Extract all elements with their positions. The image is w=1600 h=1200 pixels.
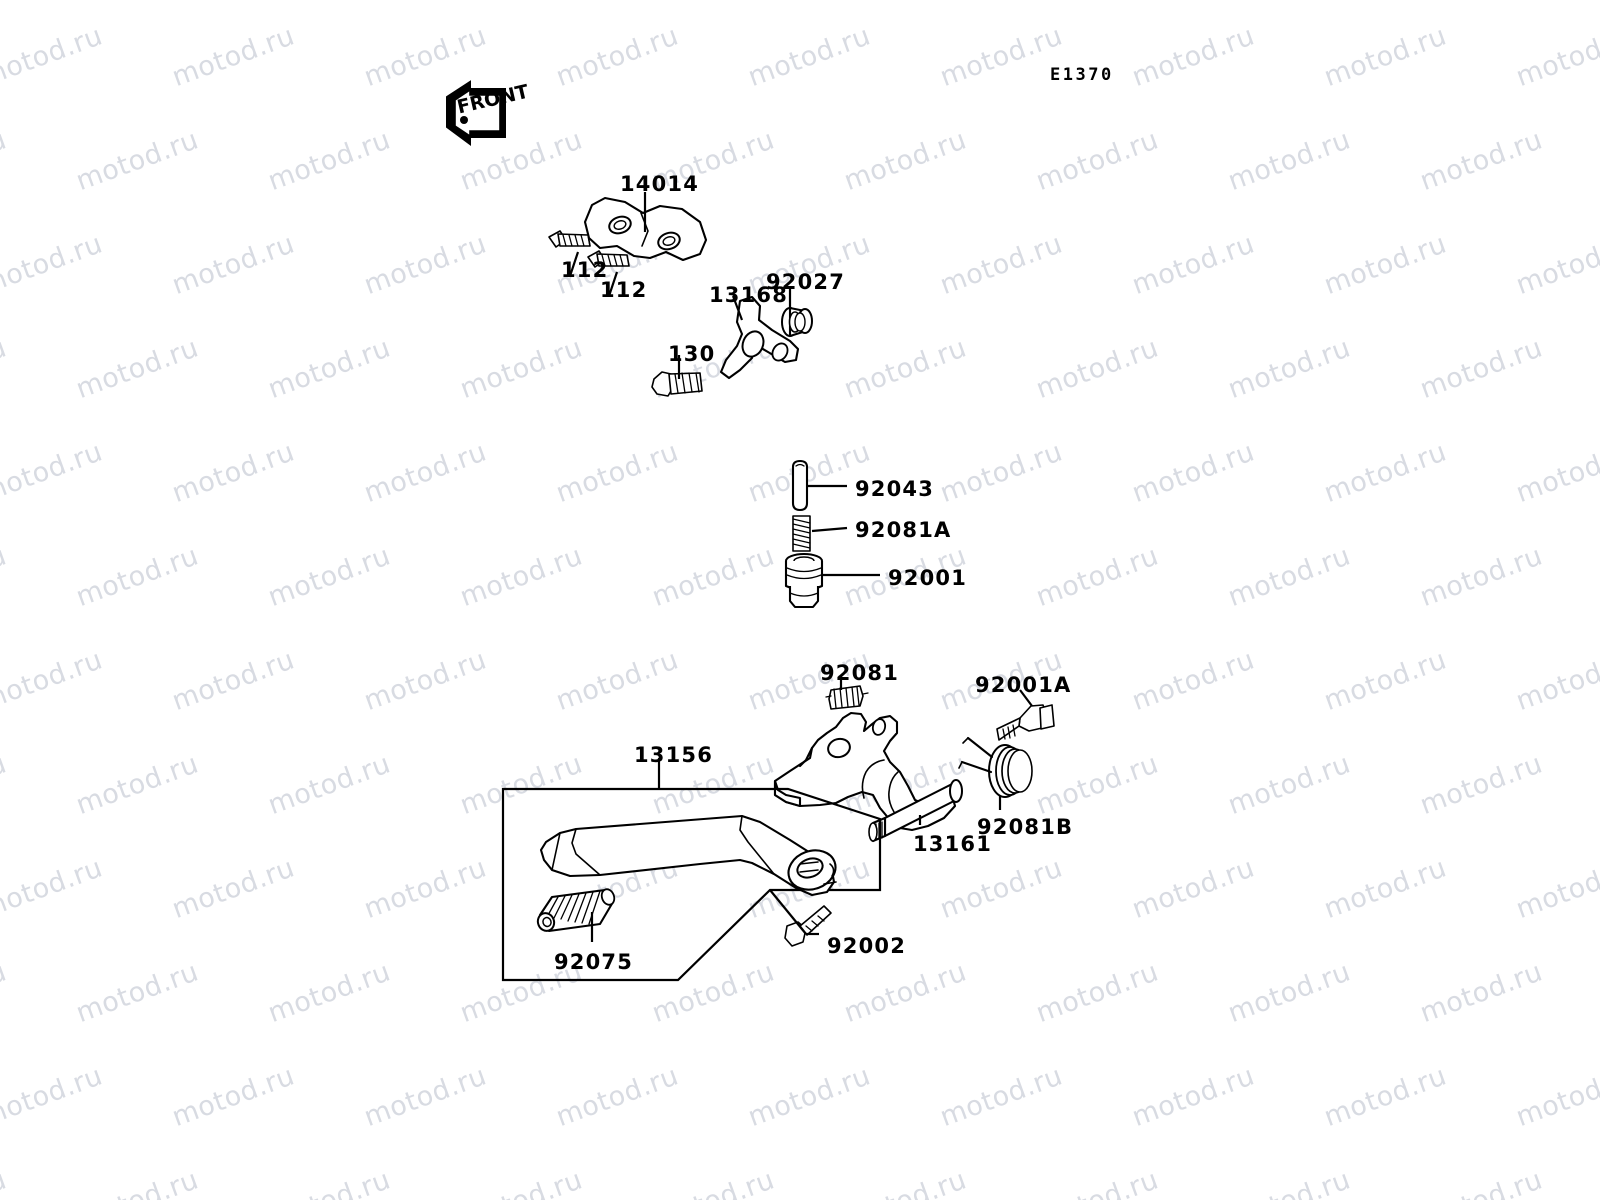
part-92081A-spring — [792, 515, 811, 552]
callout-label-13156: 13156 — [634, 743, 714, 767]
callout-label-92081B: 92081B — [977, 815, 1074, 839]
callout-label-92081: 92081 — [820, 661, 900, 685]
callout-label-13161: 13161 — [913, 832, 993, 856]
part-92001-detent-bolt — [784, 553, 824, 609]
part-112-screw-a — [548, 230, 591, 248]
part-92027-collar — [781, 306, 813, 338]
diagram-id-code: E1370 — [1050, 65, 1114, 85]
leader-92001A — [1019, 689, 1033, 707]
part-13156-pedal-lever — [539, 814, 837, 897]
part-112-screw-b — [587, 250, 630, 268]
part-92043-plunger — [791, 459, 809, 512]
leader-112-b — [607, 271, 619, 297]
part-92001A-bolt — [996, 704, 1055, 741]
callout-label-112-b: 112 — [600, 278, 648, 302]
callout-label-92002: 92002 — [827, 934, 907, 958]
callout-label-112-a: 112 — [561, 258, 609, 282]
callout-label-130: 130 — [668, 342, 716, 366]
callout-label-92043: 92043 — [855, 477, 935, 501]
part-92075-rubber-tip — [536, 888, 616, 933]
callout-label-92001: 92001 — [888, 566, 968, 590]
callout-label-13168: 13168 — [709, 283, 789, 307]
part-13161-shaft-assembly — [773, 711, 963, 843]
part-92081-pawl-spring — [825, 685, 869, 710]
part-130-bolt — [651, 371, 703, 397]
leader-13168 — [731, 295, 744, 321]
leader-92002-tick — [769, 889, 807, 935]
callout-label-92027: 92027 — [766, 270, 846, 294]
leader-112-a — [568, 251, 580, 277]
callout-label-14014: 14014 — [620, 172, 700, 196]
front-arrow-marker — [446, 80, 506, 146]
leader-92081A — [811, 526, 848, 533]
callout-label-92075: 92075 — [554, 950, 634, 974]
part-92002-pinch-bolt — [784, 905, 832, 947]
callout-label-92001A: 92001A — [975, 673, 1072, 697]
callout-label-92081A: 92081A — [855, 518, 952, 542]
part-92081B-torsion-spring — [958, 736, 1033, 798]
